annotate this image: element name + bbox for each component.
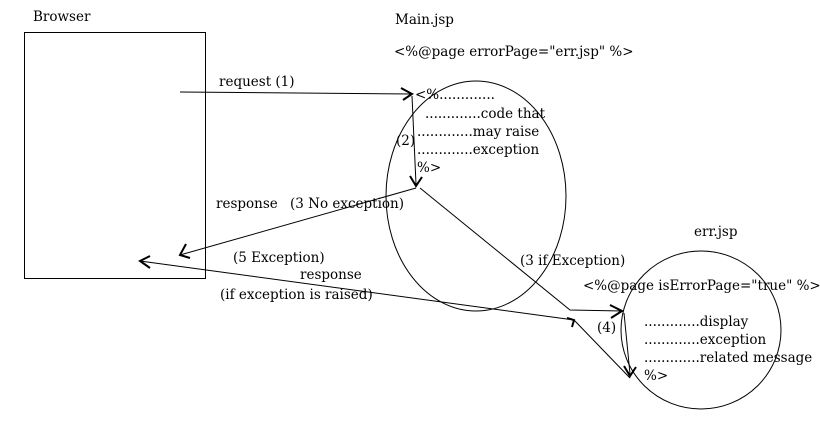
response-ok-line	[179, 187, 417, 256]
if-raised-label: (if exception is raised)	[220, 287, 373, 303]
err-internal-line	[623, 312, 631, 375]
err-return-line	[573, 319, 631, 379]
err-jsp-code-line: .............display	[644, 314, 749, 330]
no-exception-label: (3 No exception)	[290, 196, 405, 212]
response-ok-label: response	[216, 196, 278, 212]
main-jsp-title: Main.jsp	[395, 12, 454, 28]
main-jsp-directive: <%@page errorPage="err.jsp" %>	[394, 44, 634, 60]
err-jsp-code-line: %>	[644, 368, 669, 384]
main-jsp-code-line: .............exception	[417, 142, 540, 158]
response-err-line	[139, 260, 575, 321]
exception-forward-arrowhead	[609, 304, 625, 319]
response-ok-arrowhead	[178, 243, 191, 259]
request-arrowhead	[400, 87, 414, 101]
request-arrow-line	[179, 91, 413, 95]
err-jsp-code-line: .............related message	[644, 350, 813, 366]
response-err-start-mark	[566, 317, 576, 328]
err-jsp-ellipse	[620, 250, 782, 410]
response-err-label: response	[300, 267, 362, 283]
main-jsp-code-line: %>	[417, 160, 442, 176]
err-internal-arrowhead	[623, 365, 637, 378]
main-jsp-code-line: .............code that	[425, 106, 545, 122]
exception5-label: (5 Exception)	[233, 250, 325, 266]
internal-arrowhead	[409, 175, 423, 188]
step4-label: (4)	[597, 320, 617, 336]
err-jsp-directive: <%@page isErrorPage="true" %>	[583, 278, 820, 294]
exception-forward-line	[419, 187, 623, 312]
err-jsp-title: err.jsp	[694, 224, 738, 240]
internal-arrow-line	[411, 95, 417, 185]
main-jsp-code-line: <%.............	[415, 87, 495, 103]
main-jsp-code-line: .............may raise	[417, 124, 540, 140]
exception-label: (3 if Exception)	[520, 253, 626, 269]
step2-label: (2)	[396, 133, 416, 149]
browser-title: Browser	[33, 9, 91, 25]
request-label: request (1)	[219, 74, 295, 90]
response-err-arrowhead	[138, 255, 151, 269]
err-jsp-code-line: .............exception	[644, 332, 767, 348]
browser-box	[24, 32, 206, 279]
